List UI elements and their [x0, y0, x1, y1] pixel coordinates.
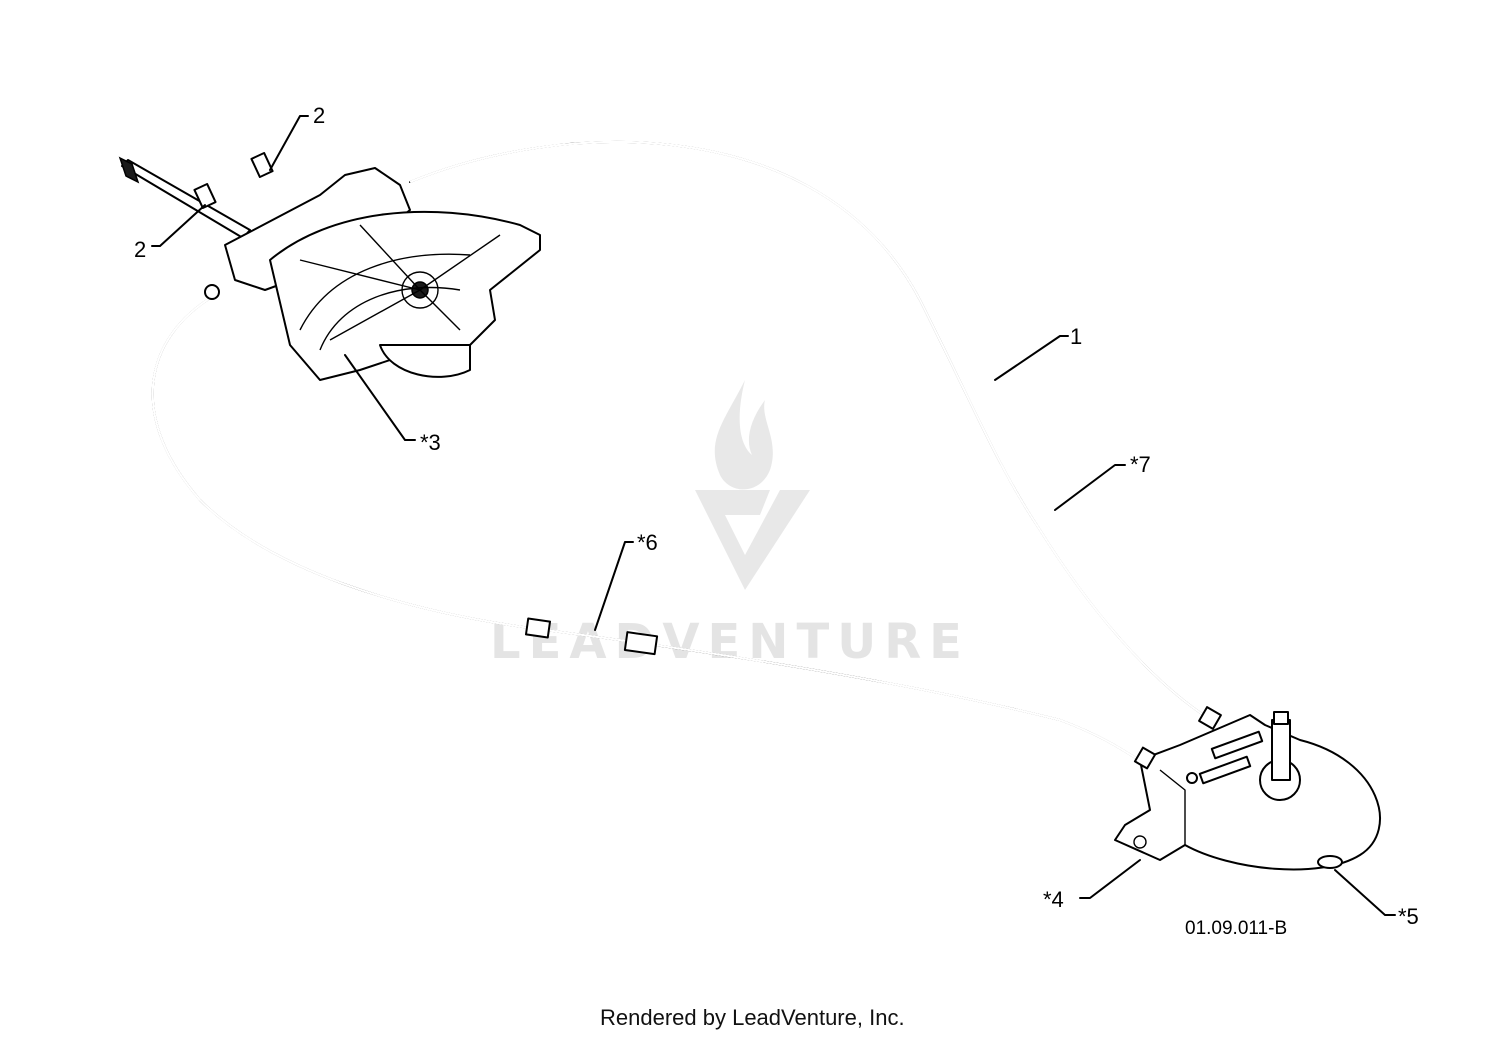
watermark-text: LEADVENTURE	[490, 614, 970, 670]
watermark-logo: LEADVENTURE	[490, 380, 970, 670]
control-assembly-lower	[1114, 706, 1381, 871]
callout-3: *3	[420, 430, 441, 455]
cable-lower	[151, 294, 1143, 763]
callout-7: *7	[1130, 452, 1151, 477]
callout-2-left: 2	[134, 237, 146, 262]
credit-line: Rendered by LeadVenture, Inc.	[600, 1005, 905, 1030]
callout-1: 1	[1070, 324, 1082, 349]
drawing-code: 01.09.011-B	[1185, 918, 1287, 939]
v-mark-icon	[695, 490, 810, 590]
callout-2-top: 2	[313, 103, 325, 128]
callout-6: *6	[637, 530, 658, 555]
control-assembly-upper	[118, 151, 541, 381]
callout-4: *4	[1043, 887, 1064, 912]
callout-5: *5	[1398, 904, 1419, 929]
leader-lines	[151, 115, 1396, 916]
flame-icon	[714, 380, 773, 490]
cable-upper	[409, 140, 1209, 719]
